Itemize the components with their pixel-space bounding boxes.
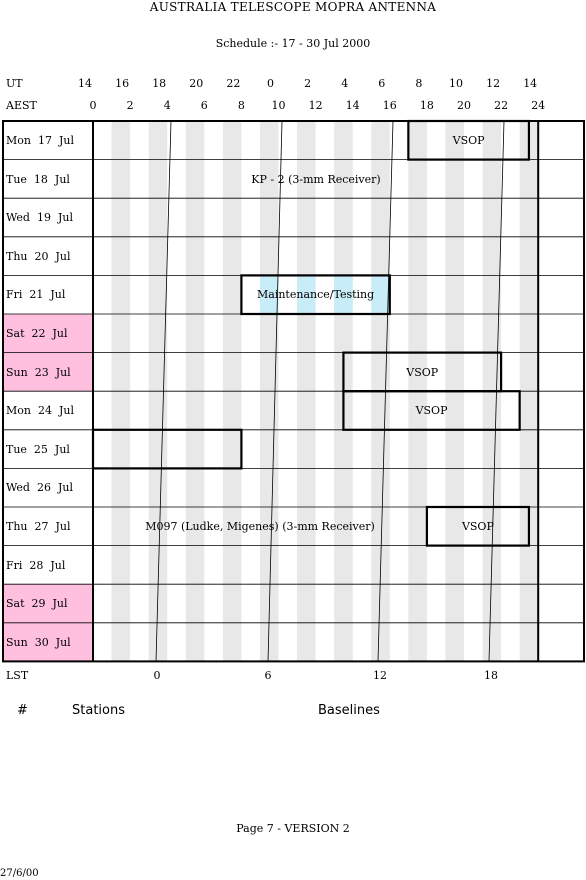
- aest-tick-label: 12: [308, 99, 323, 112]
- schedule-subtitle: Schedule :- 17 - 30 Jul 2000: [215, 37, 371, 50]
- day-label: Sat 29 Jul: [6, 597, 68, 611]
- lst-tick-label: 18: [484, 669, 498, 682]
- maintenance-stripe: [371, 275, 390, 314]
- maintenance-stripe: [297, 275, 316, 314]
- aest-tick-label: 0: [89, 99, 97, 112]
- page-title: AUSTRALIA TELESCOPE MOPRA ANTENNA: [149, 0, 437, 14]
- schedule-block: [407, 119, 531, 161]
- weekend-fill: [3, 352, 93, 392]
- aest-tick-label: 2: [126, 99, 134, 112]
- day-label: Sun 23 Jul: [6, 365, 71, 379]
- aest-tick-label: 22: [494, 99, 509, 112]
- day-label: Sat 22 Jul: [6, 327, 68, 340]
- schedule-block-label: M097 (Ludke, Migenes) (3-mm Receiver): [145, 520, 375, 533]
- weekend-fill: [3, 314, 93, 353]
- ut-tick-label: 22: [226, 77, 241, 90]
- schedule-block: [91, 428, 243, 470]
- aest-axis-label: AEST: [6, 99, 37, 112]
- stations-column-header: Stations: [72, 703, 125, 718]
- aest-tick-label: 4: [163, 99, 171, 112]
- lst-tick-label: 12: [373, 669, 387, 682]
- lst-tick-label: 0: [153, 669, 161, 682]
- ut-tick-label: 10: [449, 77, 463, 90]
- date-stamp: 27/6/00: [0, 868, 39, 879]
- aest-tick-label: 8: [237, 99, 245, 112]
- day-label: Sun 30 Jul: [6, 635, 71, 649]
- aest-tick-label: 10: [271, 99, 286, 112]
- ut-tick-label: 2: [304, 77, 312, 90]
- ut-tick-label: 16: [115, 77, 130, 90]
- day-label: Fri 28 Jul: [6, 558, 66, 572]
- ut-tick-label: 18: [152, 77, 167, 90]
- baselines-column-header: Baselines: [318, 703, 380, 718]
- lst-axis-label: LST: [6, 669, 29, 682]
- maintenance-stripe: [334, 275, 353, 314]
- ut-tick-label: 12: [486, 77, 501, 90]
- aest-tick-label: 20: [457, 99, 471, 112]
- schedule-block-label: Maintenance/Testing: [257, 288, 375, 302]
- schedule-block-label: VSOP: [406, 365, 439, 379]
- day-label: Thu 20 Jul: [6, 249, 71, 263]
- lst-tick-label: 6: [264, 669, 272, 682]
- weekend-fill: [3, 622, 93, 662]
- day-label: Mon 17 Jul: [6, 134, 74, 147]
- maintenance-stripe: [259, 275, 279, 314]
- aest-tick-label: 6: [200, 99, 208, 112]
- ut-tick-label: 14: [78, 77, 92, 90]
- day-label: Wed 26 Jul: [6, 481, 73, 495]
- schedule-block-label: VSOP: [415, 404, 448, 418]
- day-label: Wed 19 Jul: [6, 211, 73, 225]
- schedule-block-label: VSOP: [461, 520, 494, 533]
- ut-tick-label: 8: [415, 77, 423, 90]
- ut-tick-label: 0: [267, 77, 274, 90]
- aest-tick-label: 16: [382, 99, 397, 112]
- ut-tick-label: 14: [523, 77, 538, 90]
- day-label: Thu 27 Jul: [6, 520, 71, 533]
- schedule-block: [240, 274, 391, 316]
- day-label: Mon 24 Jul: [6, 404, 74, 418]
- aest-tick-label: 18: [419, 99, 434, 112]
- schedule-block: [425, 505, 531, 547]
- weekend-fill: [3, 584, 93, 623]
- day-label: Tue 18 Jul: [6, 172, 70, 186]
- grid-border: [2, 120, 585, 663]
- ut-axis-label: UT: [6, 77, 23, 90]
- ut-tick-label: 6: [378, 77, 386, 90]
- aest-tick-label: 24: [531, 99, 546, 112]
- ut-tick-label: 4: [341, 77, 349, 90]
- schedule-block: [342, 390, 521, 431]
- schedule-block-label: KP - 2 (3-mm Receiver): [251, 172, 381, 186]
- day-label: Tue 25 Jul: [6, 442, 70, 456]
- page-version: Page 7 - VERSION 2: [236, 822, 350, 835]
- number-column-header: #: [17, 703, 28, 718]
- day-label: Fri 21 Jul: [6, 288, 66, 302]
- schedule-block-label: VSOP: [452, 134, 485, 147]
- aest-tick-label: 14: [345, 99, 360, 112]
- ut-tick-label: 20: [189, 77, 204, 90]
